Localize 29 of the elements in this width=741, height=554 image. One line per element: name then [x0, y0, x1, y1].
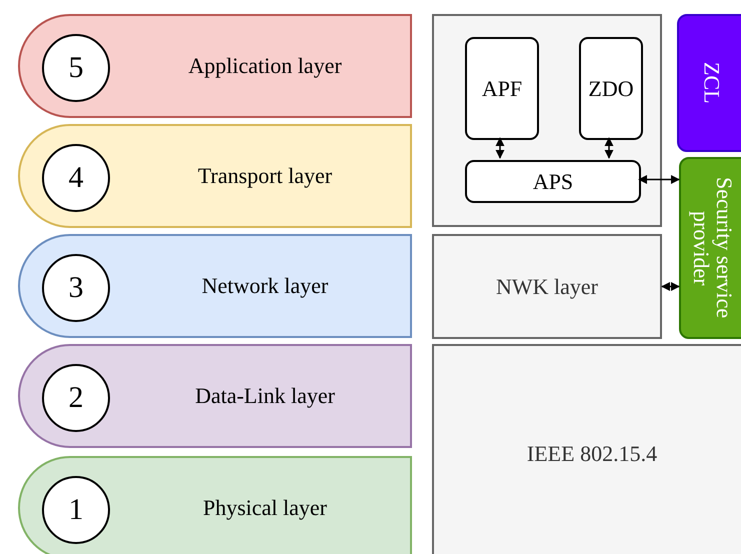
layer-band	[18, 14, 412, 118]
number-circle: 5	[42, 34, 110, 102]
number-circle: 1	[42, 476, 110, 544]
layer-panel	[432, 344, 741, 554]
side-panel: Security service provider	[679, 157, 741, 339]
layer-panel	[432, 14, 662, 227]
double-arrow	[604, 137, 614, 159]
number-circle: 2	[42, 364, 110, 432]
layer-label: IEEE 802.15.4	[526, 441, 658, 467]
layer-band	[18, 456, 412, 554]
module-box: APF	[465, 37, 539, 140]
side-panel: ZCL	[677, 14, 741, 152]
module-box: APS	[465, 160, 641, 203]
layer-label: Application layer	[187, 53, 343, 79]
layer-band	[18, 234, 412, 338]
layer-label: Network layer	[200, 273, 330, 299]
layer-label: NWK layer	[496, 274, 598, 300]
number-circle: 4	[42, 144, 110, 212]
double-arrow	[638, 175, 680, 184]
layer-panel	[432, 234, 662, 339]
module-box: ZDO	[579, 37, 643, 140]
layer-band	[18, 124, 412, 228]
layer-label: Data-Link layer	[194, 383, 336, 409]
layer-label: Transport layer	[196, 163, 334, 189]
layer-band	[18, 344, 412, 448]
layer-label: Physical layer	[202, 495, 328, 521]
double-arrow	[496, 137, 504, 159]
number-circle: 3	[42, 254, 110, 322]
double-arrow	[661, 282, 680, 291]
